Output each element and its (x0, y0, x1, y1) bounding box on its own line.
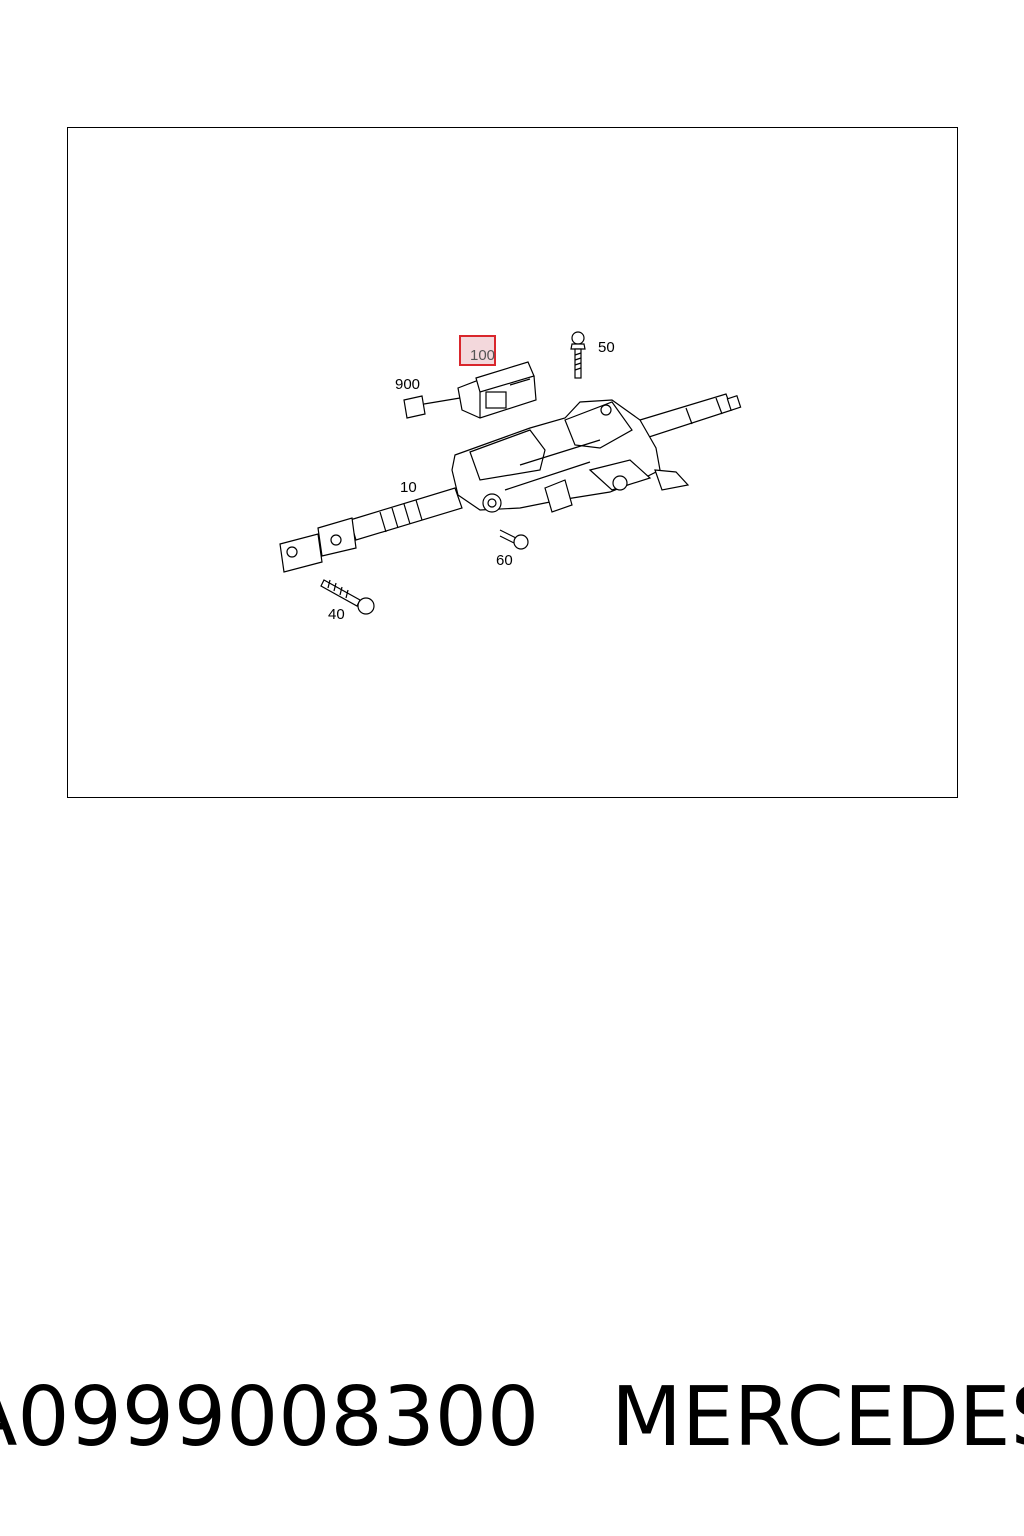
brand-name: MERCEDES (611, 1369, 1024, 1465)
bolt-40-icon (320, 579, 375, 615)
caption: A0999008300 MERCEDES (0, 1362, 1024, 1472)
callout-50[interactable]: 50 (598, 339, 615, 356)
control-module-100 (457, 361, 537, 419)
callout-highlight-box[interactable] (459, 335, 496, 366)
steering-column-10 (279, 393, 742, 573)
part-number: A0999008300 (0, 1369, 540, 1465)
callout-40[interactable]: 40 (328, 606, 345, 623)
callout-60[interactable]: 60 (496, 552, 513, 569)
clip-900-icon (403, 395, 461, 419)
callout-10[interactable]: 10 (400, 479, 417, 496)
diagram-frame (67, 127, 958, 798)
bolt-50-icon (570, 331, 586, 379)
callout-900[interactable]: 900 (395, 376, 420, 393)
callout-100[interactable]: 100 (470, 347, 495, 364)
bolt-60-icon (499, 529, 529, 550)
